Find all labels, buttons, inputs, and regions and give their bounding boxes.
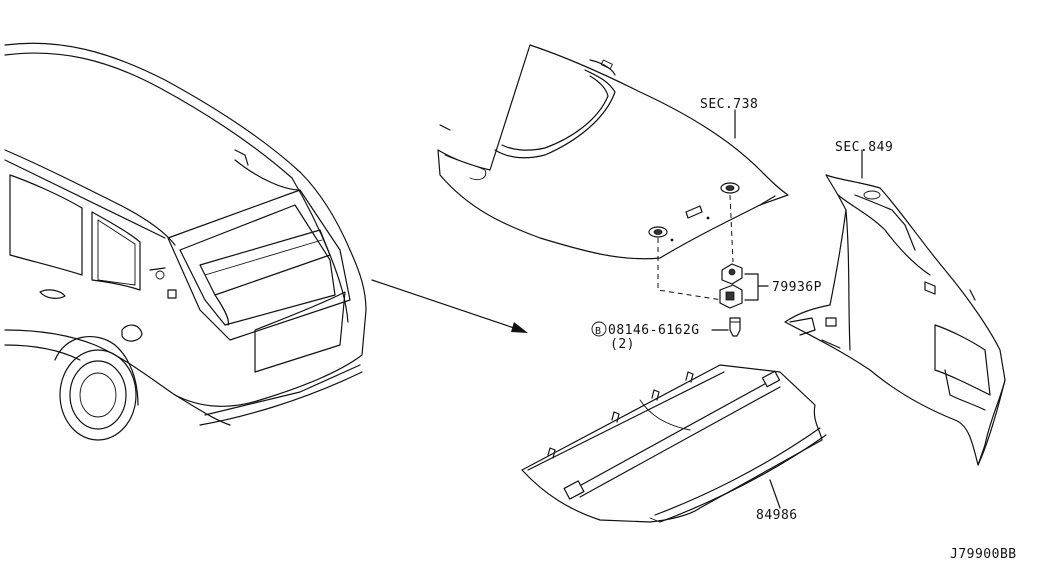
tonneau-cover	[521, 364, 827, 523]
direction-arrow	[371, 279, 528, 333]
headlining-panel	[437, 44, 789, 260]
label-bolt-part-number: 08146-6162G	[608, 323, 700, 338]
vehicle-illustration	[4, 42, 367, 441]
label-tonneau-part-number: 84986	[756, 508, 798, 523]
label-sec-849: SEC.849	[835, 140, 893, 155]
label-sec-738: SEC.738	[700, 97, 758, 112]
clip-projection	[657, 194, 734, 301]
clip-part	[719, 263, 769, 309]
label-clip-part-number: 79936P	[772, 280, 822, 295]
bolt-part	[711, 317, 741, 337]
drawing-id: J79900BB	[950, 547, 1017, 562]
bolt-marker-circle	[591, 321, 607, 337]
label-bolt-quantity: (2)	[610, 337, 635, 352]
side-trim-panel	[784, 174, 1006, 466]
bolt-marker-letter: B	[595, 326, 602, 337]
